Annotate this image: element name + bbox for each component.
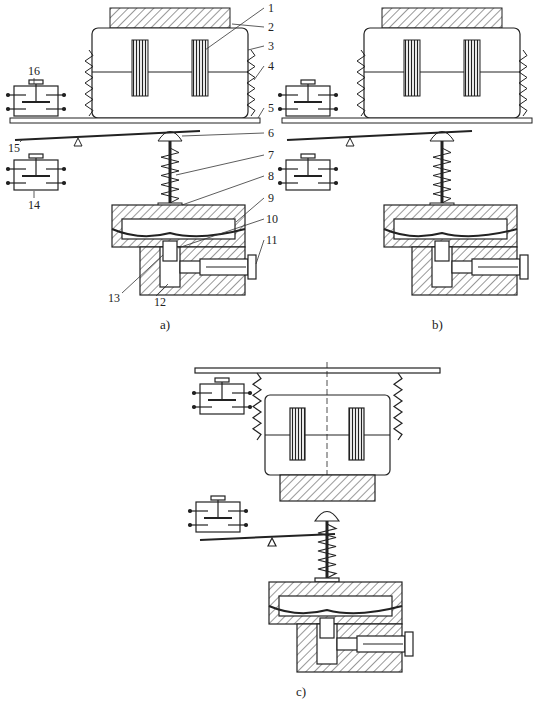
center-line [327, 362, 328, 478]
figure-c [189, 496, 248, 532]
leader-lines [156, 284, 168, 296]
callout-number: 3 [268, 40, 274, 53]
callout-number: 15 [8, 142, 20, 155]
figure-c [265, 434, 390, 435]
callout-number: 11 [266, 234, 278, 247]
leader-lines [20, 140, 22, 142]
figure-caption: b) [432, 318, 443, 331]
spring-coil [318, 524, 336, 578]
callout-number: 6 [268, 127, 274, 140]
callout-number: 13 [108, 292, 120, 305]
lever [200, 534, 335, 540]
leader-lines [256, 240, 264, 264]
armature-plate [195, 368, 440, 373]
leader-lines [205, 8, 264, 50]
coil [349, 408, 364, 460]
callout-number: 16 [28, 65, 40, 78]
leader-lines [176, 155, 264, 175]
figure-c [193, 378, 252, 414]
leader-lines [178, 219, 264, 248]
figure-c [269, 582, 413, 672]
leader-lines [236, 198, 264, 222]
callout-number: 1 [268, 2, 274, 15]
callout-number: 4 [268, 60, 274, 73]
leader-lines [182, 133, 264, 136]
leader-lines [122, 255, 163, 293]
leader-lines [248, 46, 264, 50]
magnet-body [265, 395, 390, 475]
spring [318, 524, 336, 578]
leader-lines [182, 176, 264, 205]
figure-caption: c) [296, 685, 306, 698]
callout-number: 8 [268, 170, 274, 183]
callout-number: 14 [28, 199, 40, 212]
callout-number: 9 [268, 192, 274, 205]
leader-lines [20, 8, 264, 296]
leader-lines [258, 108, 264, 118]
figure-a [7, 8, 261, 295]
spring-coil [394, 373, 402, 440]
callout-number: 5 [268, 102, 274, 115]
armature-block [280, 475, 375, 501]
spring-coil [253, 373, 261, 440]
callout-number: 7 [268, 149, 274, 162]
callout-number: 2 [268, 21, 274, 34]
leader-lines [232, 24, 264, 27]
figure-c [189, 362, 441, 672]
knob [315, 512, 339, 522]
callout-number: 12 [154, 296, 166, 309]
leader-lines [34, 78, 35, 84]
leader-lines [254, 66, 264, 80]
coil [290, 408, 305, 460]
callout-number: 10 [266, 213, 278, 226]
figure-b [279, 8, 533, 295]
leader-lines [34, 191, 35, 198]
pivot [268, 538, 276, 546]
figure-caption: a) [160, 318, 170, 331]
